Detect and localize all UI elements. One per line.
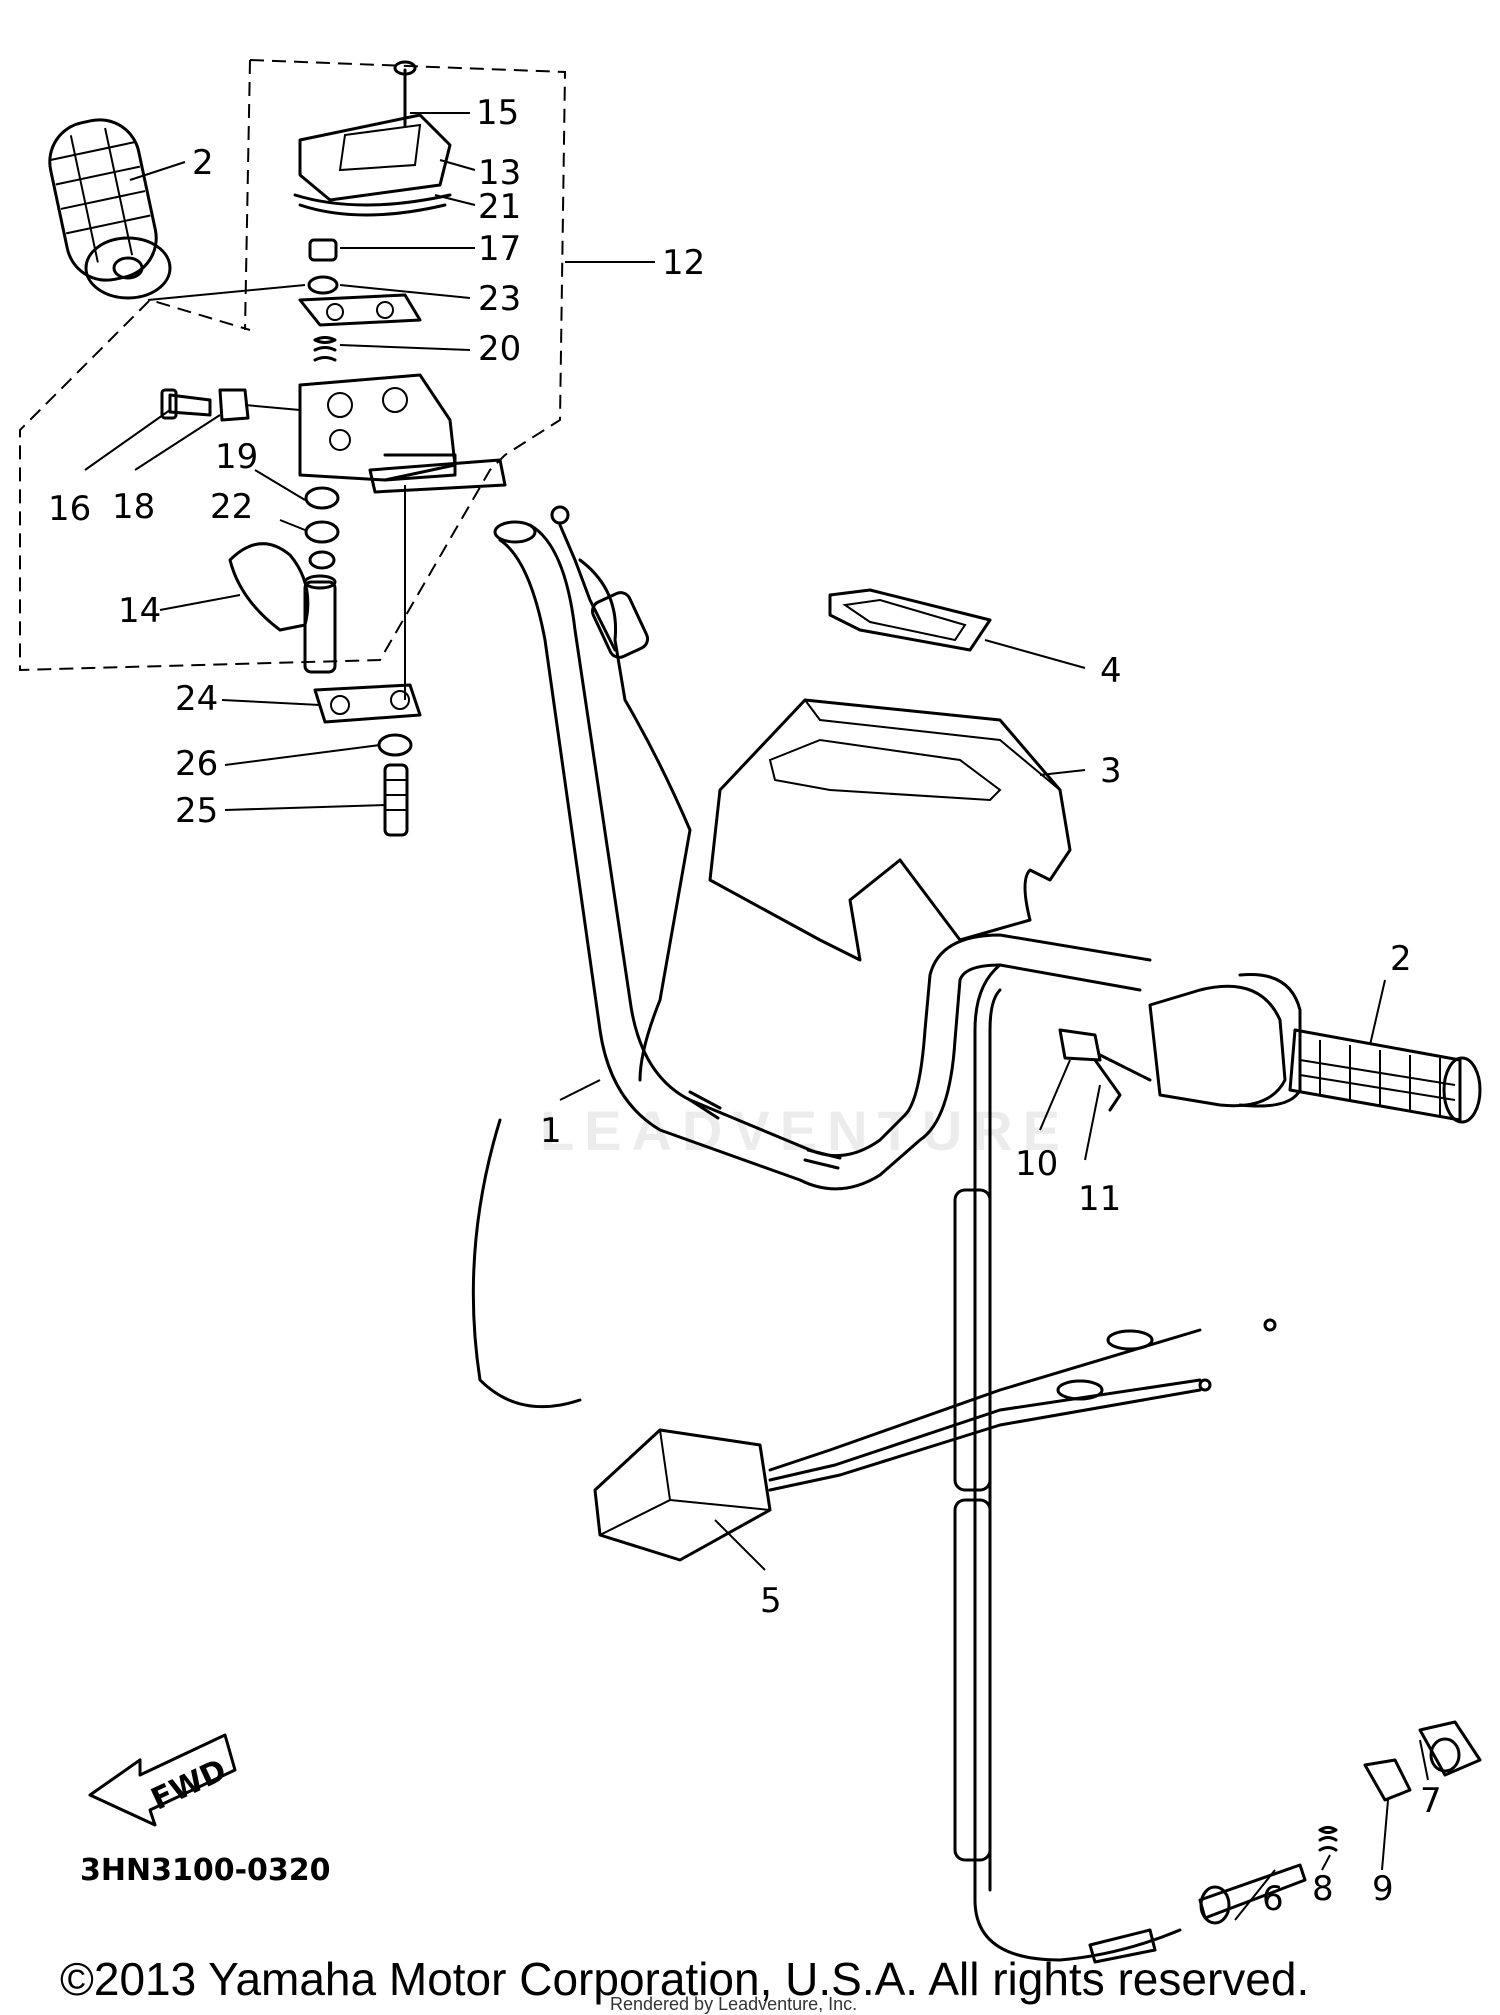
callout-17: 17 <box>478 229 521 269</box>
callout-3: 3 <box>1100 751 1122 791</box>
callout-1: 1 <box>540 1111 562 1151</box>
callout-7: 7 <box>1420 1781 1442 1821</box>
handlebar-cover <box>708 698 1072 962</box>
handlebar <box>493 520 1152 1191</box>
cable-adjuster-parts <box>1198 1720 1482 1925</box>
callout-5: 5 <box>760 1581 782 1621</box>
callout-2-right: 2 <box>1390 939 1412 979</box>
callout-6: 6 <box>1262 1879 1284 1919</box>
diagram-code: 3HN3100-0320 <box>80 1853 331 1888</box>
callout-9: 9 <box>1372 1869 1394 1909</box>
callout-22: 22 <box>210 487 253 527</box>
assembly-boundary <box>19 59 567 672</box>
switch-cover <box>293 60 452 217</box>
leader-lines <box>84 112 1429 1921</box>
callout-10: 10 <box>1015 1144 1058 1184</box>
fwd-arrow-icon: FWD <box>88 1733 237 1827</box>
indicator-gasket <box>828 588 992 652</box>
callout-15: 15 <box>476 93 519 133</box>
callout-21: 21 <box>478 187 521 227</box>
switch-internals <box>298 238 422 362</box>
rendered-by-text: Rendered by Leadventure, Inc. <box>610 1994 857 2014</box>
fwd-label: FWD <box>146 1753 232 1818</box>
callout-26: 26 <box>175 744 218 784</box>
callout-4: 4 <box>1100 651 1122 691</box>
callout-2-left: 2 <box>192 143 214 183</box>
callout-25: 25 <box>175 791 218 831</box>
right-grip-assembly <box>1058 972 1482 1124</box>
callout-19: 19 <box>215 437 258 477</box>
callout-24: 24 <box>175 679 218 719</box>
switch-cable <box>471 505 692 1409</box>
callout-13: 13 <box>478 153 521 193</box>
switch-housing <box>298 373 507 494</box>
callout-8: 8 <box>1312 1869 1334 1909</box>
callout-14: 14 <box>118 591 161 631</box>
callout-20: 20 <box>478 329 521 369</box>
switch-box-unit <box>593 1318 1277 1562</box>
callout-12: 12 <box>662 243 705 283</box>
copyright-text: ©2013 Yamaha Motor Corporation, U.S.A. A… <box>60 1953 1309 2005</box>
left-grip <box>48 118 306 301</box>
callout-18: 18 <box>112 487 155 527</box>
lever-assembly <box>228 486 340 674</box>
screw-and-clamp <box>160 388 301 422</box>
watermark-text: LEADVENTURE <box>540 1099 1070 1162</box>
throttle-cable <box>953 963 1182 1964</box>
callout-11: 11 <box>1078 1179 1121 1219</box>
callout-16: 16 <box>48 489 91 529</box>
lower-clamp <box>313 485 422 837</box>
callout-23: 23 <box>478 279 521 319</box>
callout-labels: 2 15 13 21 17 23 20 12 16 18 19 22 14 24… <box>48 93 1442 1919</box>
